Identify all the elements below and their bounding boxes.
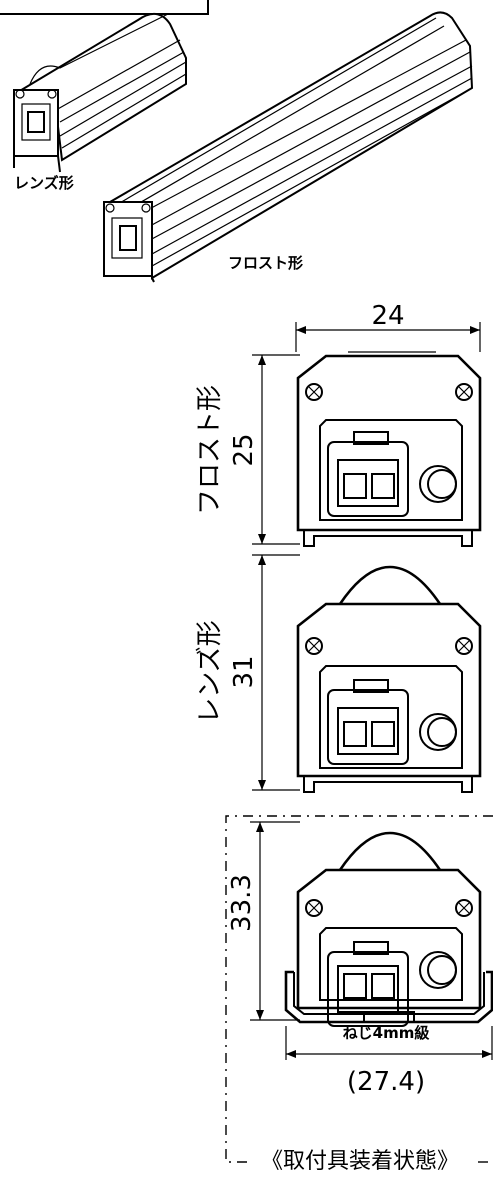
lens-height-dimension: 31 bbox=[229, 655, 259, 688]
screw-note: ねじ4mm級 bbox=[343, 1024, 430, 1042]
lens-fixture-isometric bbox=[13, 13, 187, 173]
mounted-width-dimension: (27.4) bbox=[347, 1067, 425, 1097]
lens-type-label: レンズ形 bbox=[14, 174, 74, 192]
mounted-section-view: 33.3 ねじ4mm級 (27.4) 《取付具装着状態》 bbox=[225, 815, 493, 1174]
mounted-height-dimension: 33.3 bbox=[227, 874, 257, 932]
frost-vertical-label: フロスト形 bbox=[195, 385, 225, 515]
frost-type-label: フロスト形 bbox=[228, 254, 303, 272]
frost-section-view: 24 25 フロスト形 bbox=[195, 301, 482, 547]
isometric-views: レンズ形 フロスト形 bbox=[0, 0, 474, 283]
lens-section-view: 31 レンズ形 bbox=[195, 554, 482, 793]
lens-vertical-label: レンズ形 bbox=[195, 620, 225, 723]
mounted-state-label: 《取付具装着状態》 bbox=[261, 1149, 459, 1174]
frost-height-dimension: 25 bbox=[229, 433, 259, 466]
frost-fixture-isometric bbox=[103, 11, 474, 283]
width-dimension: 24 bbox=[371, 301, 404, 331]
title-box-edge bbox=[0, 0, 209, 15]
